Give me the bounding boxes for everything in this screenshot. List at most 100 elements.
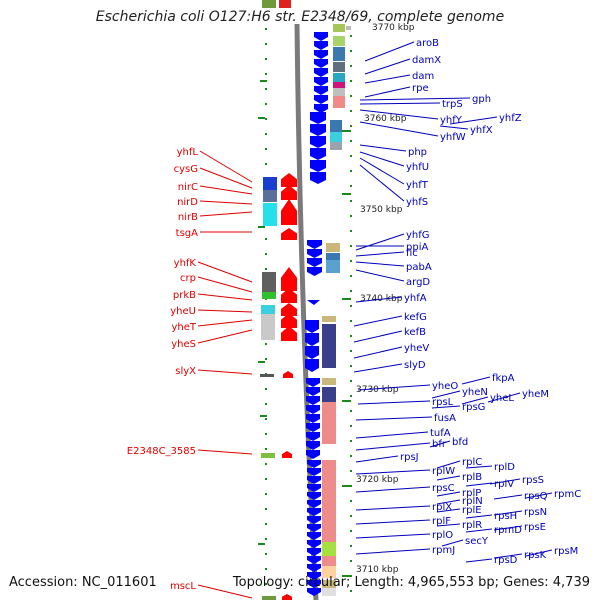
left-label-line: [197, 319, 253, 327]
plus-gene-arrow: [307, 500, 321, 508]
right-gene-label: yheO: [432, 381, 458, 392]
gene-block: [333, 62, 345, 72]
tick-mark: [258, 226, 265, 228]
right-label-line: [355, 261, 405, 267]
plus-gene-arrow: [307, 240, 322, 249]
guide-dot: [265, 523, 267, 525]
right-label-line: [355, 548, 431, 555]
right-gene-label: rpsD: [494, 555, 518, 566]
right-label-line: [525, 492, 553, 499]
right-gene-label: trpS: [442, 99, 463, 110]
guide-dot: [350, 110, 352, 112]
right-gene-label: fkpA: [492, 373, 515, 384]
minus-gene-arrow: [281, 313, 297, 328]
right-gene-label: yhfY: [440, 115, 463, 126]
right-gene-label: kefB: [404, 327, 426, 338]
guide-dot: [350, 440, 352, 442]
plus-gene-arrow: [307, 249, 322, 258]
plus-gene-arrow: [306, 378, 320, 387]
minus-gene-arrow: [282, 451, 292, 458]
guide-dot: [265, 88, 267, 90]
gene-block: [261, 305, 275, 314]
plus-gene-arrow: [305, 333, 319, 346]
gene-block: [261, 453, 275, 458]
guide-dot: [350, 290, 352, 292]
plus-gene-arrow: [307, 516, 321, 524]
left-label-line: [199, 150, 253, 183]
guide-dot: [265, 238, 267, 240]
gene-block: [261, 314, 275, 340]
right-label-line: [357, 400, 431, 405]
guide-dot: [350, 410, 352, 412]
right-gene-label: yheN: [462, 387, 488, 398]
plus-gene-arrow: [307, 588, 321, 596]
right-label-line: [493, 553, 523, 559]
plus-gene-arrow: [307, 468, 321, 476]
right-gene-label: pabA: [406, 262, 432, 273]
right-gene-label: rplF: [432, 516, 451, 527]
left-label-line: [197, 329, 253, 344]
right-label-line: [355, 519, 431, 525]
guide-dot: [265, 28, 267, 30]
gene-block: [260, 374, 274, 377]
left-gene-label: nirC: [178, 182, 198, 193]
guide-dot: [265, 163, 267, 165]
guide-dot: [350, 515, 352, 517]
right-label-line: [355, 431, 429, 439]
left-gene-label: yhfK: [174, 258, 197, 269]
left-gene-label: yheS: [171, 339, 196, 350]
gene-block: [263, 190, 277, 202]
plus-gene-arrow: [310, 112, 326, 124]
scale-tick-label: 3730 kbp: [356, 385, 399, 395]
right-label-line: [355, 486, 431, 493]
right-gene-label: yheV: [404, 343, 429, 354]
plus-gene-arrow: [305, 320, 319, 333]
guide-dot: [350, 335, 352, 337]
guide-dot: [350, 395, 352, 397]
plus-gene-arrow: [314, 32, 328, 41]
right-gene-label: rplO: [432, 530, 453, 541]
plus-gene-arrow: [306, 432, 320, 441]
tick-mark: [342, 485, 351, 487]
plus-gene-arrow: [310, 148, 326, 160]
right-label-line: [436, 491, 461, 497]
guide-dot: [350, 320, 352, 322]
plus-gene-arrow: [307, 572, 321, 580]
plus-gene-arrow: [314, 59, 328, 68]
guide-dot: [350, 470, 352, 472]
gene-block: [333, 36, 345, 46]
right-label-line: [359, 102, 441, 105]
plus-gene-arrow: [307, 508, 321, 516]
right-gene-label: rpsC: [432, 483, 455, 494]
right-gene-label: rpmJ: [432, 545, 455, 556]
left-label-line: [199, 167, 253, 189]
right-label-line: [487, 392, 521, 403]
right-gene-label: rpsH: [494, 511, 517, 522]
gene-block: [322, 556, 336, 566]
scale-tick-label: 3710 kbp: [356, 565, 399, 575]
minus-gene-arrow: [281, 173, 297, 187]
plus-gene-arrow: [306, 423, 320, 432]
plus-gene-arrow: [314, 41, 328, 50]
left-label-line: [199, 200, 253, 205]
right-gene-label: yheL: [490, 393, 514, 404]
guide-dot: [265, 133, 267, 135]
right-gene-label: secY: [465, 536, 489, 547]
guide-dot: [350, 590, 352, 592]
right-label-line: [493, 494, 523, 500]
guide-dot: [350, 35, 352, 37]
minus-gene-arrow: [281, 267, 297, 291]
guide-dot: [265, 463, 267, 465]
plus-gene-arrow: [307, 540, 321, 548]
gene-block: [322, 542, 336, 556]
right-label-line: [429, 440, 451, 448]
right-label-line: [355, 233, 405, 251]
minus-gene-arrow: [281, 228, 297, 240]
plus-gene-arrow: [310, 160, 326, 172]
minus-gene-arrow: [281, 199, 297, 225]
tick-mark: [342, 193, 351, 195]
right-label-line: [449, 116, 498, 125]
plus-gene-arrow: [307, 258, 322, 267]
gene-block: [330, 132, 342, 142]
